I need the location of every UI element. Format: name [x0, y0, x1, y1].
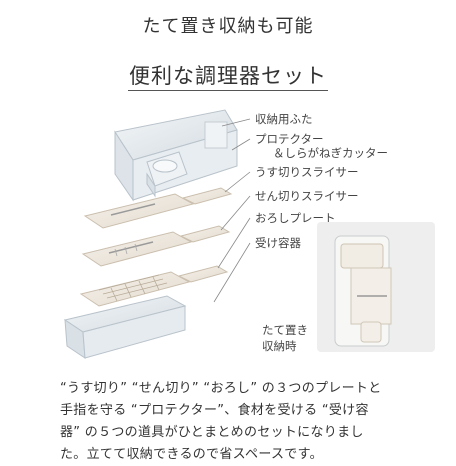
receiving-container: [63, 295, 187, 359]
description-paragraph: “うす切り” “せん切り” “おろし” の３つのプレートと 手指を守る “プロテ…: [60, 378, 440, 466]
vertical-storage-product-image: [334, 235, 392, 347]
label-container: 受け容器: [255, 236, 301, 250]
subheadline: 便利な調理器セット: [129, 64, 327, 88]
julienne-slicer-plate: [81, 225, 231, 267]
inset-caption-line1: たて置き: [262, 323, 308, 337]
label-grater: おろしプレート: [255, 211, 336, 225]
exploded-product-illustration: [63, 109, 238, 359]
subheadline-underline: [128, 90, 328, 91]
protector: [146, 151, 188, 198]
description-line: “うす切り” “せん切り” “おろし” の３つのプレートと: [60, 381, 382, 396]
headline: たて置き収納も可能: [142, 16, 314, 37]
inset-caption: たて置き 収納時: [262, 322, 308, 354]
inset-caption-line2: 収納時: [262, 339, 297, 353]
product-feature-page: たて置き収納も可能 便利な調理器セット: [60, 16, 435, 462]
label-julienne-slicer: せん切りスライサー: [255, 189, 359, 203]
label-thin-slicer: うす切りスライサー: [255, 165, 359, 179]
label-storage-lid: 収納用ふた: [255, 112, 313, 126]
thin-slicer-plate: [83, 187, 233, 229]
label-protector: プロテクター: [255, 132, 324, 146]
description-line: 器” の５つの道具がひとまとめのセットになりまし: [60, 425, 364, 440]
description-line: た。立てて収納できるので省スペースです。: [60, 447, 323, 462]
description-line: 手指を守る “プロテクター”、食材を受ける “受け容: [60, 403, 369, 418]
label-green-onion-cutter: ＆しらがねぎカッター: [273, 146, 388, 160]
vertical-storage-photo: [317, 222, 435, 352]
